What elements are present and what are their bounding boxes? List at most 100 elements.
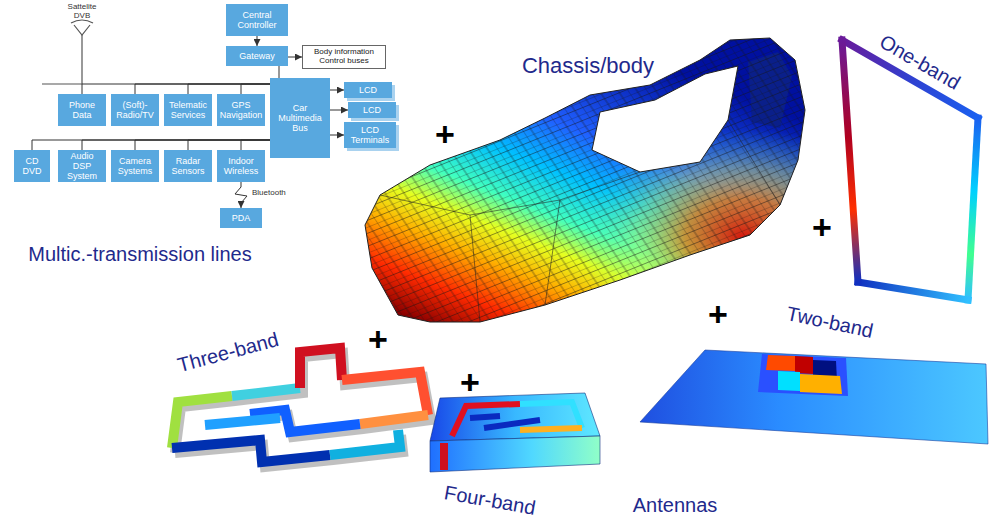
connector-line xyxy=(241,84,270,94)
group-label: Antennas xyxy=(633,494,718,516)
satellite-antenna xyxy=(71,20,93,23)
box-text: Telematic Services xyxy=(166,100,210,120)
two-band-antenna xyxy=(800,374,842,394)
display-box: LCD xyxy=(344,82,392,98)
box-text: LCD Terminals xyxy=(346,125,394,145)
connector-line xyxy=(330,90,344,91)
antenna-label: Sattelite DVB xyxy=(60,3,104,21)
antenna-name: Four-band xyxy=(443,481,538,519)
box-text: LCD xyxy=(363,105,381,115)
plus-sign: + xyxy=(460,364,480,401)
connector-line xyxy=(279,66,280,78)
three-band-antenna xyxy=(205,418,280,425)
box-text: Gateway xyxy=(239,51,275,61)
device-box: Camera Systems xyxy=(111,150,159,182)
three-band-antenna xyxy=(172,440,330,462)
connector-line xyxy=(330,110,348,111)
antenna-name: Two-band xyxy=(785,302,875,342)
two-band-antenna xyxy=(640,350,988,444)
plus-sign: + xyxy=(460,364,480,401)
device-box: Indoor Wireless xyxy=(217,150,265,182)
connector-line xyxy=(135,84,270,94)
box-text: Camera Systems xyxy=(113,156,157,176)
connector-line xyxy=(241,140,270,150)
connector-line xyxy=(188,84,270,94)
four-band-antenna xyxy=(452,402,582,436)
bus-note-box: Body information Control buses xyxy=(302,45,386,69)
gateway-box: Gateway xyxy=(226,46,288,66)
display-box: LCD Terminals xyxy=(344,122,396,148)
connector-line xyxy=(135,140,270,150)
connector-line xyxy=(188,140,270,150)
four-band-antenna xyxy=(430,436,600,472)
connector-line xyxy=(257,36,258,46)
plus-sign: + xyxy=(435,116,455,153)
satellite-antenna xyxy=(42,20,93,84)
plus-sign: + xyxy=(708,296,728,333)
four-band-antenna xyxy=(452,404,520,436)
two-band-antenna xyxy=(766,355,795,371)
two-band-antenna xyxy=(795,356,813,374)
bus-box: Car Multimedia Bus xyxy=(270,78,330,158)
three-band-antenna xyxy=(300,348,342,388)
box-text: CD DVD xyxy=(16,156,48,176)
box-text: Body information Control buses xyxy=(305,48,383,66)
part-label: Chassis/body xyxy=(522,54,654,78)
satellite-antenna xyxy=(74,25,90,35)
four-band-antenna xyxy=(520,428,582,430)
controller-box: Central Controller xyxy=(226,4,288,36)
edge-label: Bluetooth xyxy=(251,189,287,198)
car-body-mesh xyxy=(365,38,805,322)
box-text: PDA xyxy=(232,213,251,223)
antenna-name: Two-band xyxy=(785,302,875,342)
group-label: Multic.-transmission lines xyxy=(28,243,251,265)
connector-line xyxy=(288,57,302,58)
antenna-name: One-band xyxy=(876,30,964,94)
box-text: Radar Sensors xyxy=(166,156,210,176)
antenna-name: Three-band xyxy=(175,328,281,376)
connector-line xyxy=(235,182,247,208)
one-band-antenna xyxy=(858,282,968,300)
connector-line xyxy=(330,135,344,136)
plus-sign: + xyxy=(812,209,832,246)
four-band-antenna xyxy=(430,393,600,441)
car-body-mesh xyxy=(365,38,805,322)
device-box: CD DVD xyxy=(14,150,50,182)
two-band-antenna xyxy=(778,371,800,391)
four-band-antenna xyxy=(440,443,448,470)
plus-sign: + xyxy=(812,209,832,246)
one-band-antenna xyxy=(968,118,978,300)
four-band-antenna xyxy=(430,393,600,472)
box-text: GPS Navigation xyxy=(219,100,263,120)
box-text: (Soft)-Radio/TV xyxy=(113,100,157,120)
box-text: Phone Data xyxy=(60,100,104,120)
display-box: LCD xyxy=(348,102,396,118)
four-band-antenna xyxy=(470,416,500,418)
connector-line xyxy=(82,140,270,150)
group-label: Multic.-transmission lines xyxy=(28,243,251,265)
box-text: Audio DSP System xyxy=(60,151,104,181)
group-label: Antennas xyxy=(633,494,718,516)
device-box: (Soft)-Radio/TV xyxy=(111,94,159,126)
edge-label: Bluetooth xyxy=(251,189,287,198)
two-band-antenna xyxy=(640,350,988,444)
antenna-name: Four-band xyxy=(443,481,538,519)
plus-sign: + xyxy=(368,321,388,358)
device-box: Radar Sensors xyxy=(164,150,212,182)
plus-sign: + xyxy=(435,116,455,153)
car-body-mesh xyxy=(365,38,805,322)
connector-line xyxy=(82,84,270,94)
part-label: Chassis/body xyxy=(522,54,654,78)
plus-sign: + xyxy=(368,321,388,358)
car-body-mesh xyxy=(365,38,805,322)
antenna-name: Three-band xyxy=(175,328,281,376)
three-band-antenna xyxy=(342,372,428,415)
three-band-antenna xyxy=(330,430,400,455)
device-box: Telematic Services xyxy=(164,94,212,126)
antenna-name: One-band xyxy=(876,30,964,94)
four-band-antenna xyxy=(484,420,540,428)
one-band-antenna xyxy=(842,40,858,282)
three-band-antenna xyxy=(232,388,300,396)
three-band-antenna xyxy=(360,415,428,424)
